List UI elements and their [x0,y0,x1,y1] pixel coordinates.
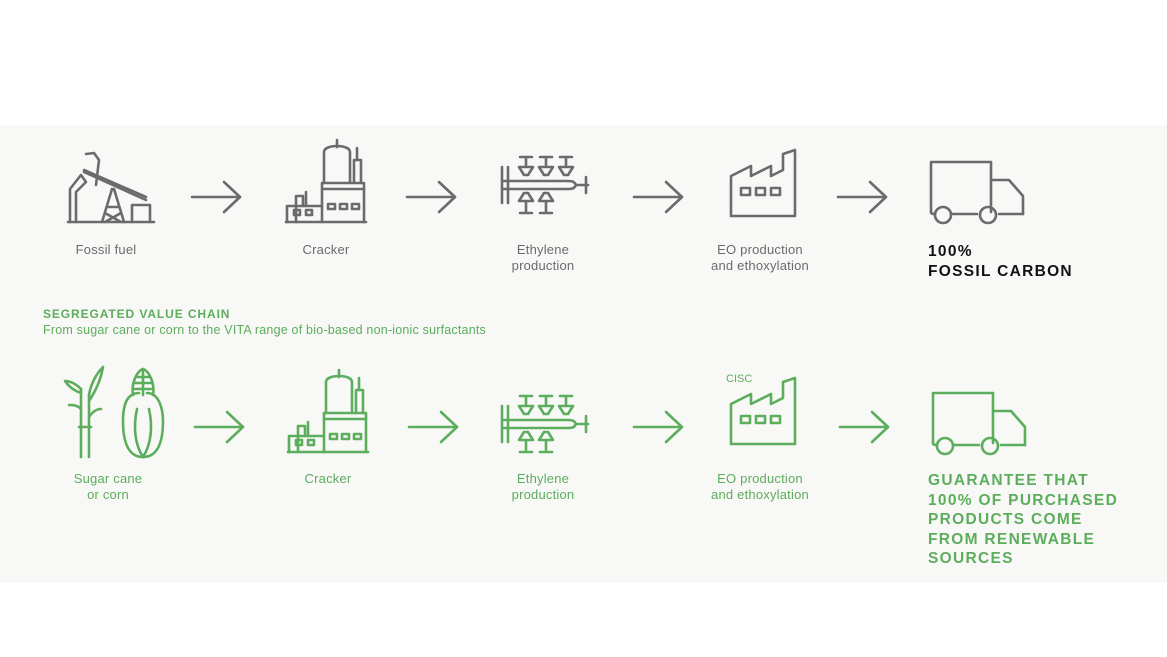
step-label-cracker: Cracker [304,471,352,486]
step-label-eo-production: EO production and ethoxylation [711,471,809,502]
truck-icon [929,160,1025,226]
step-label-ethylene: Ethylene production [511,471,575,502]
step-label-ethylene: Ethylene production [511,242,575,273]
renewable-guarantee-result: GUARANTEE THAT 100% OF PURCHASED PRODUCT… [928,472,1119,567]
segregated-chain-title: SEGREGATED VALUE CHAIN [43,307,231,321]
cracker-icon [286,366,370,454]
step-label-eo-production: EO production and ethoxylation [711,242,809,273]
factory-icon [727,148,799,220]
oil-pump-icon [66,145,156,225]
ethylene-icon [500,392,592,456]
arrow-icon [838,410,892,449]
truck-icon [931,391,1027,457]
arrow-icon [632,180,686,219]
diagram-panel [0,125,1167,583]
step-label-fossil-fuel: Fossil fuel [75,242,137,257]
segregated-chain-subtitle: From sugar cane or corn to the VITA rang… [43,323,486,337]
factory-icon [727,376,799,448]
arrow-icon [407,410,461,449]
sugar-cane-corn-icon [63,365,167,459]
arrow-icon [836,180,890,219]
arrow-icon [193,410,247,449]
ethylene-icon [500,153,592,217]
arrow-icon [405,180,459,219]
cisc-tag: CISC [726,373,753,385]
arrow-icon [190,180,244,219]
cracker-icon [284,136,368,224]
arrow-icon [632,410,686,449]
fossil-carbon-result: 100% FOSSIL CARBON [928,243,1073,280]
step-label-sugar-cane: Sugar cane or corn [73,471,143,502]
step-label-cracker: Cracker [302,242,350,257]
